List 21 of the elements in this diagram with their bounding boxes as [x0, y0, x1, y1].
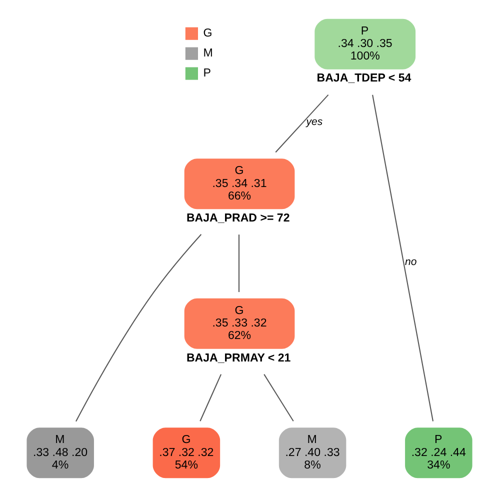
edge-label: no	[404, 256, 416, 268]
node-label: BAJA_TDEP < 54	[316, 72, 411, 85]
connector	[238, 234, 240, 292]
node-box: P .32 .24 .44 34%	[404, 428, 472, 478]
node-box: G .35 .33 .32 62%	[184, 298, 294, 349]
node-label: BAJA_PRMAY < 21	[186, 352, 290, 364]
legend-label: M	[202, 48, 212, 60]
node-box: P .34 .30 .35 100%	[314, 18, 416, 70]
connector	[75, 234, 202, 422]
node-box: G .37 .32 .32 54%	[152, 428, 220, 478]
connector	[372, 94, 434, 422]
legend-label: P	[202, 67, 210, 80]
node-box: G .35 .34 .31 66%	[184, 158, 294, 210]
node-label: BAJA_PRAD >= 72	[186, 212, 290, 224]
node-box: M .27 .40 .33 8%	[278, 428, 346, 478]
edge-label: yes	[306, 116, 322, 128]
connector	[199, 374, 222, 422]
connector	[274, 94, 328, 153]
node-box: M .33 .48 .20 4%	[26, 428, 94, 478]
legend-label: G	[202, 28, 212, 40]
connector	[263, 374, 294, 422]
